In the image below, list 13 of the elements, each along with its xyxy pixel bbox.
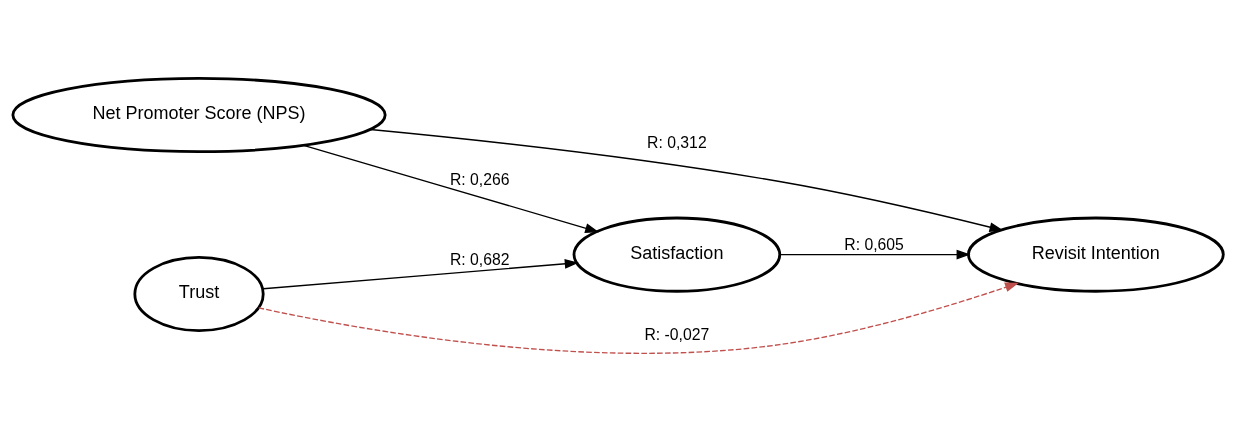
node-ellipse: Satisfaction (572, 216, 782, 293)
edge-label: R: 0,605 (844, 236, 904, 254)
edge-label: R: -0,027 (644, 326, 710, 344)
node-ellipse: Net Promoter Score (NPS) (11, 77, 387, 154)
edge-label: R: 0,312 (647, 133, 707, 151)
edge-label: R: 0,682 (449, 250, 510, 268)
node-ellipse: Trust (133, 255, 265, 333)
arrow (262, 258, 579, 290)
arrow (779, 249, 971, 260)
edge-label: R: 0,266 (449, 171, 510, 189)
arrow (258, 282, 1019, 354)
arrow (369, 128, 1004, 232)
arrow (302, 144, 600, 233)
